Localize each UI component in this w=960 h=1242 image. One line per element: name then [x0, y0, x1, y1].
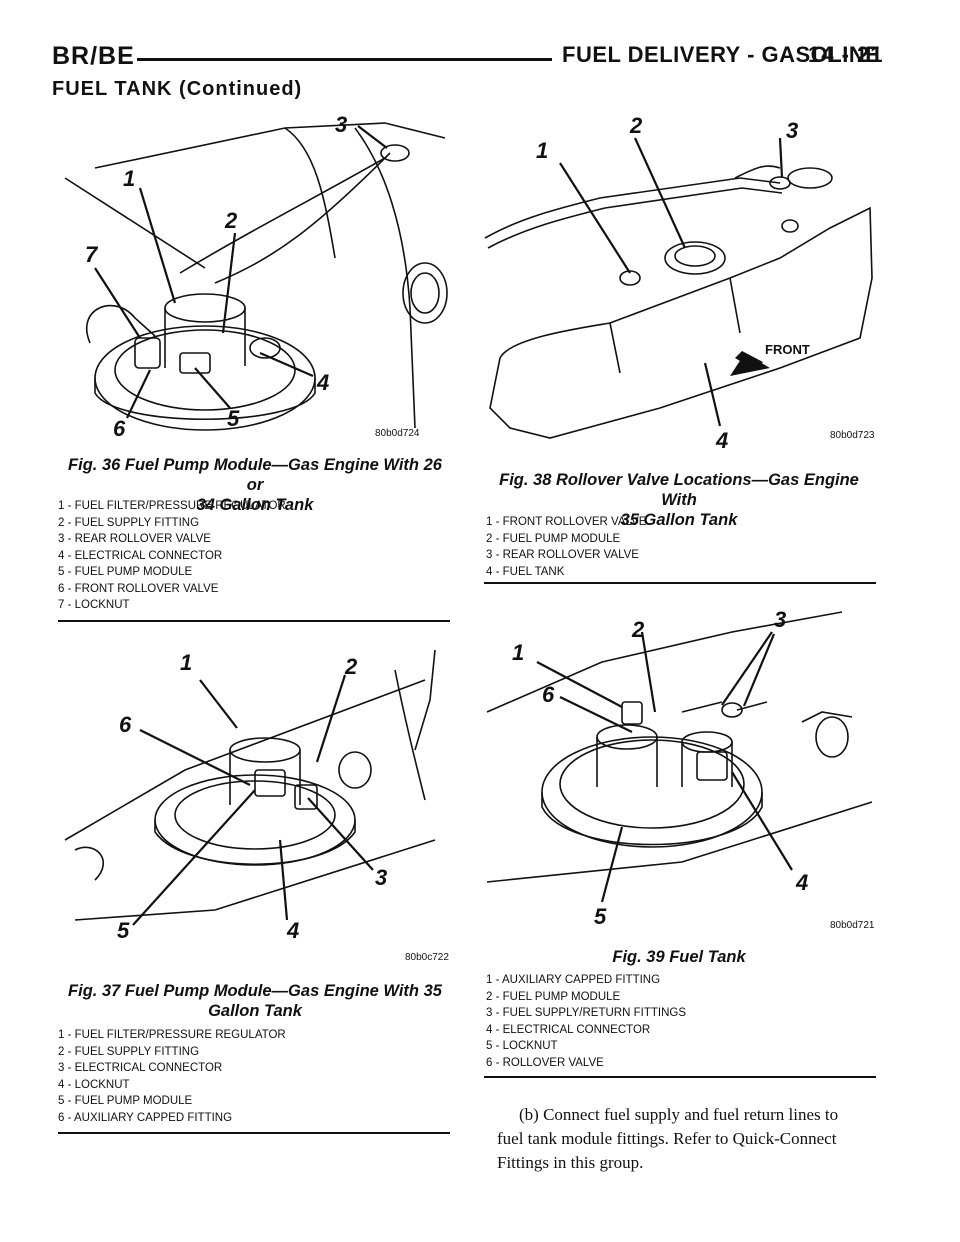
fig39-callout-1: 1	[512, 640, 524, 665]
legend-item: 6 - AUXILIARY CAPPED FITTING	[58, 1111, 233, 1124]
legend-item: 2 - FUEL PUMP MODULE	[486, 990, 621, 1003]
fig37-callout-2: 2	[344, 654, 358, 679]
fig39-callout-5: 5	[594, 904, 607, 929]
figure-36-illustration: 1 2 3 4 5 6 7 80b0d724	[55, 108, 450, 443]
fig36-callout-1: 1	[123, 166, 135, 191]
legend-item: 1 - AUXILIARY CAPPED FITTING	[486, 974, 661, 986]
fig37-callout-3: 3	[375, 865, 387, 890]
fig38-callout-3: 3	[786, 118, 798, 143]
fig38-callout-1: 1	[536, 138, 548, 163]
front-direction-label: FRONT	[765, 342, 810, 357]
fig36-callout-3: 3	[335, 112, 347, 137]
fig39-callout-3: 3	[774, 607, 786, 632]
legend-item: 5 - FUEL PUMP MODULE	[58, 1095, 193, 1107]
figure-39-illustration: 1 2 3 4 5 6 80b0d721	[482, 602, 877, 932]
fig36-callout-4: 4	[316, 370, 329, 395]
fig39-callout-4: 4	[795, 870, 808, 895]
header-title: FUEL DELIVERY - GASOLINE	[562, 42, 881, 67]
legend-item: 2 - FUEL PUMP MODULE	[486, 532, 621, 545]
fig38-legend: 1 - FRONT ROLLOVER VALVE 2 - FUEL PUMP M…	[486, 514, 646, 580]
legend-item: 1 - FUEL FILTER/PRESSURE REGULATOR	[58, 500, 286, 512]
fig36-title: Fig. 36 Fuel Pump Module—Gas Engine With…	[68, 456, 442, 514]
legend-item: 7 - LOCKNUT	[58, 599, 130, 611]
legend-item: 4 - ELECTRICAL CONNECTOR	[58, 549, 223, 562]
legend-item: 5 - FUEL PUMP MODULE	[58, 566, 193, 578]
fig36-legend: 1 - FUEL FILTER/PRESSURE REGULATOR 2 - F…	[58, 498, 286, 614]
fig38-callout-4: 4	[715, 428, 728, 453]
legend-item: 4 - ELECTRICAL CONNECTOR	[486, 1023, 651, 1036]
fig36-callout-6: 6	[113, 416, 126, 441]
figure-37-illustration: 1 2 3 4 5 6 80b0c722	[55, 640, 450, 965]
fig39-rule	[484, 1076, 876, 1078]
legend-item: 3 - REAR ROLLOVER VALVE	[58, 533, 211, 545]
fig36-callout-7: 7	[85, 242, 99, 267]
fig39-code: 80b0d721	[830, 920, 875, 931]
fig38-callout-2: 2	[629, 113, 643, 138]
page-number: 14 - 21	[808, 42, 884, 67]
legend-item: 5 - LOCKNUT	[486, 1040, 558, 1052]
legend-item: 6 - FRONT ROLLOVER VALVE	[58, 582, 219, 595]
fig39-legend: 1 - AUXILIARY CAPPED FITTING 2 - FUEL PU…	[486, 972, 686, 1071]
header-section-code: BR/BE	[52, 42, 135, 70]
legend-item: 3 - ELECTRICAL CONNECTOR	[58, 1062, 223, 1074]
fig39-callout-6: 6	[542, 682, 555, 707]
fig37-rule	[58, 1132, 450, 1134]
body-line-3: Fittings in this group.	[497, 1153, 644, 1172]
section-title: FUEL TANK (Continued)	[52, 78, 303, 100]
legend-item: 6 - ROLLOVER VALVE	[486, 1056, 604, 1069]
body-line-1: (b) Connect fuel supply and fuel return …	[519, 1105, 839, 1124]
fig37-title: Fig. 37 Fuel Pump Module—Gas Engine With…	[68, 982, 442, 1020]
header-rule	[137, 58, 552, 61]
legend-item: 1 - FRONT ROLLOVER VALVE	[486, 516, 647, 528]
fig38-code: 80b0d723	[830, 430, 875, 441]
fig39-callout-2: 2	[631, 617, 645, 642]
fig37-code: 80b0c722	[405, 952, 449, 963]
legend-item: 4 - LOCKNUT	[58, 1078, 130, 1091]
fig36-callout-2: 2	[224, 208, 238, 233]
body-paragraph: (b) Connect fuel supply and fuel return …	[497, 1103, 877, 1175]
fig36-rule	[58, 620, 450, 622]
fig37-callout-1: 1	[180, 650, 192, 675]
fig38-title: Fig. 38 Rollover Valve Locations—Gas Eng…	[499, 471, 859, 529]
fig37-callout-5: 5	[117, 918, 130, 943]
legend-item: 4 - FUEL TANK	[486, 565, 565, 578]
figure-38-illustration: FRONT 1 2 3 4 80b0d723	[480, 108, 880, 453]
legend-item: 2 - FUEL SUPPLY FITTING	[58, 1045, 200, 1058]
fig38-rule	[484, 582, 876, 584]
legend-item: 3 - REAR ROLLOVER VALVE	[486, 549, 639, 561]
body-line-2: fuel tank module fittings. Refer to Quic…	[497, 1129, 837, 1148]
fig37-callout-4: 4	[286, 918, 299, 943]
fig36-code: 80b0d724	[375, 428, 420, 439]
fig37-legend: 1 - FUEL FILTER/PRESSURE REGULATOR 2 - F…	[58, 1027, 286, 1126]
fig39-title: Fig. 39 Fuel Tank	[612, 948, 746, 966]
legend-item: 1 - FUEL FILTER/PRESSURE REGULATOR	[58, 1029, 286, 1041]
fig36-callout-5: 5	[227, 406, 240, 431]
legend-item: 2 - FUEL SUPPLY FITTING	[58, 516, 200, 529]
fig37-callout-6: 6	[119, 712, 132, 737]
legend-item: 3 - FUEL SUPPLY/RETURN FITTINGS	[486, 1007, 686, 1019]
